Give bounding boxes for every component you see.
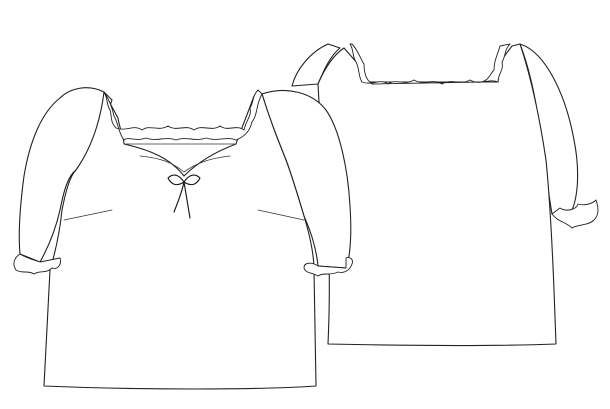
left-bust-dart <box>63 209 113 221</box>
front-right-cuff-ruffle <box>303 257 353 277</box>
back-body <box>317 43 557 347</box>
back-right-cuff-ruffle <box>551 199 599 229</box>
front-left-cuff-ruffle <box>13 253 61 275</box>
neckline-inner-line-2 <box>139 155 231 173</box>
back-view <box>291 43 599 347</box>
front-neckline-ruffle <box>103 89 263 141</box>
front-body <box>43 91 317 390</box>
back-neckline-ruffle <box>349 43 511 85</box>
right-bust-dart <box>257 209 305 221</box>
front-view <box>13 87 353 390</box>
neckline-tie <box>167 174 201 219</box>
